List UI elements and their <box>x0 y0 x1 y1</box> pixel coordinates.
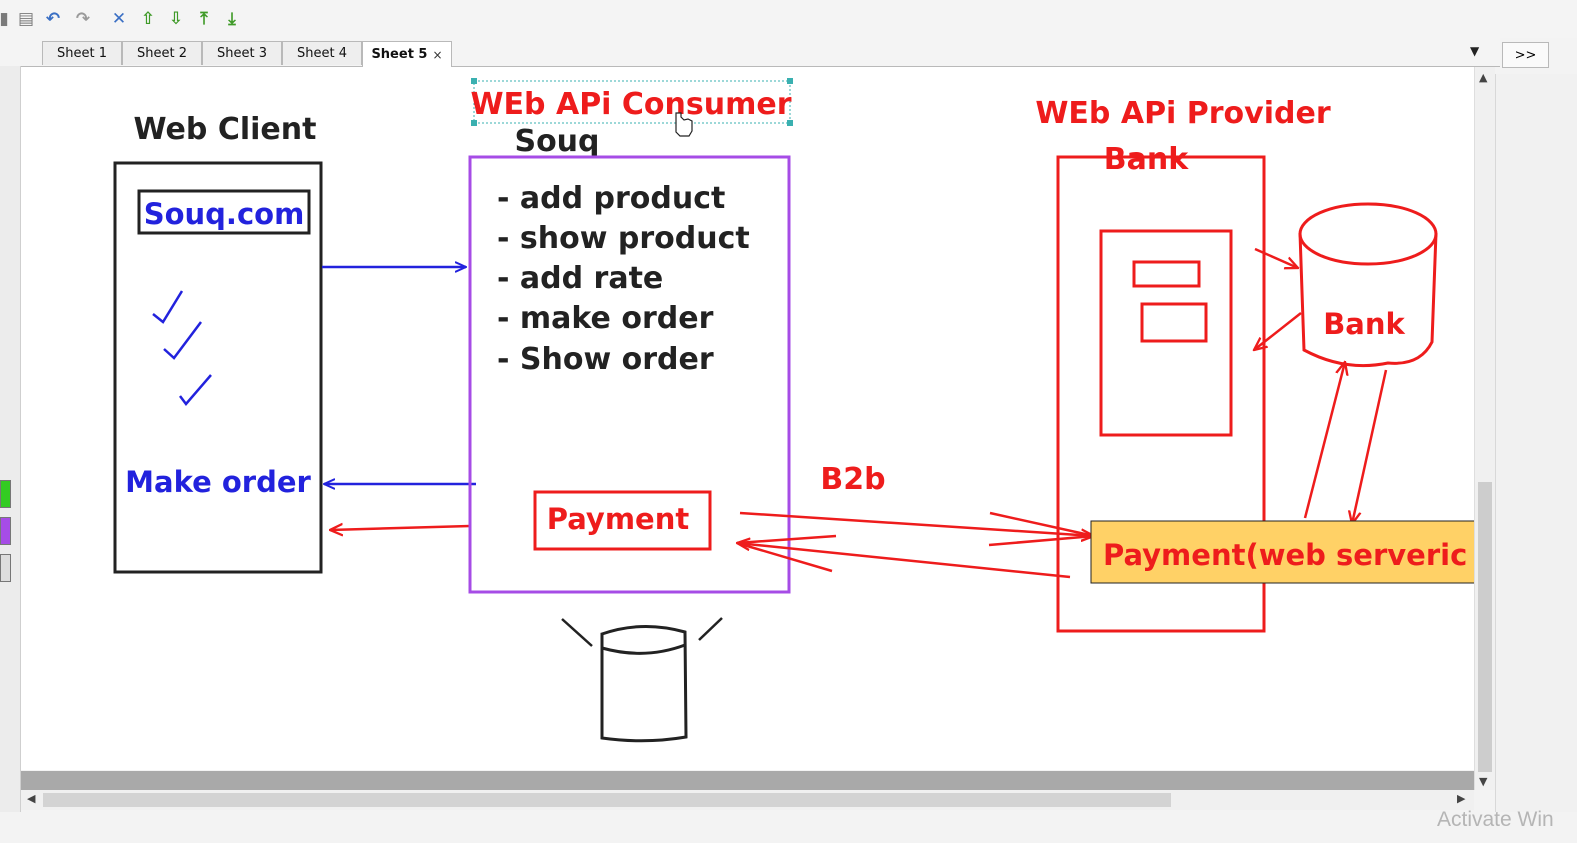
provider-box <box>1056 155 1266 633</box>
horizontal-scroll-thumb[interactable] <box>43 793 1171 807</box>
souq-com-label: Souq.com <box>144 197 305 231</box>
horizontal-scrollbar[interactable]: ◀ ▶ <box>21 790 1474 810</box>
payment-box <box>533 490 712 551</box>
database-icon <box>600 625 688 743</box>
feature-item: - add rate <box>497 261 663 296</box>
souq-com-box <box>137 189 311 235</box>
tab-sheet-3[interactable]: Sheet 3 <box>202 41 282 65</box>
form-field <box>1140 302 1208 343</box>
bank-database-icon <box>1298 232 1438 368</box>
provider-title: WEb APi Provider <box>1035 96 1330 131</box>
undo-icon[interactable]: ↶ <box>45 8 61 29</box>
checkmark-icon <box>152 290 184 324</box>
payment-request-arrow <box>739 511 1094 536</box>
feature-item: - Show order <box>497 342 714 377</box>
sheet-tab-bar: Sheet 1 Sheet 2 Sheet 3 Sheet 4 Sheet 5 × <box>0 38 1500 67</box>
tab-label: Sheet 3 <box>217 46 267 61</box>
consumer-feature-list: - add product - show product - add rate … <box>497 181 750 377</box>
tab-label: Sheet 1 <box>57 46 107 61</box>
tab-label: Sheet 5 <box>371 47 428 62</box>
payment-response-arrow <box>330 526 471 530</box>
toolbar: ▮ ▤ ↶ ↷ ✕ ⇧ ⇩ ⤒ ⤓ <box>0 0 1577 38</box>
selection-box <box>473 80 791 124</box>
tab-sheet-4[interactable]: Sheet 4 <box>282 41 362 65</box>
selection-handle[interactable] <box>471 78 477 84</box>
checkmark-icon <box>179 374 212 406</box>
tab-label: Sheet 4 <box>297 46 347 61</box>
hand-cursor-icon <box>675 112 693 137</box>
consumer-box <box>468 155 791 594</box>
activation-watermark: Activate Win <box>1437 808 1554 831</box>
copy-icon[interactable]: ▮ <box>0 8 9 29</box>
selection-handle[interactable] <box>471 120 477 126</box>
feature-item: - add product <box>497 181 725 216</box>
consumer-title[interactable]: WEb APi Consumer <box>470 87 791 122</box>
redo-icon[interactable]: ↷ <box>75 8 91 29</box>
vertical-scroll-thumb[interactable] <box>1478 482 1492 772</box>
scroll-left-icon[interactable]: ◀ <box>27 792 36 805</box>
db-to-service-arrow <box>1352 369 1388 524</box>
scroll-up-icon[interactable]: ▲ <box>1479 71 1488 84</box>
move-bottom-icon[interactable]: ⤓ <box>228 8 236 29</box>
payment-return-arrow <box>737 543 1071 579</box>
feature-item: - show product <box>497 221 750 256</box>
whiteboard-canvas[interactable]: Web Client Souq.com Make order WEb APi C… <box>21 67 1474 770</box>
feature-item: - make order <box>497 301 714 336</box>
db-connector-line <box>561 618 593 647</box>
database-icon-rim <box>601 643 686 655</box>
tab-sheet-1[interactable]: Sheet 1 <box>42 41 122 65</box>
form-field <box>1132 260 1201 288</box>
tab-label: Sheet 2 <box>137 46 187 61</box>
make-order-label: Make order <box>125 465 311 499</box>
color-palette <box>0 66 21 816</box>
db-connector-line <box>698 617 723 641</box>
status-bar <box>0 812 1577 843</box>
tab-sheet-2[interactable]: Sheet 2 <box>122 41 202 65</box>
canvas-footer-bar <box>21 771 1474 790</box>
color-swatch[interactable] <box>0 554 11 582</box>
payment-service-box <box>1090 520 1474 584</box>
provider-form-box <box>1099 229 1233 437</box>
bank-database-top <box>1298 202 1438 266</box>
move-up-icon[interactable]: ⇧ <box>140 8 156 29</box>
tab-sheet-5[interactable]: Sheet 5 × <box>362 41 452 67</box>
vertical-scrollbar[interactable]: ▲ ▼ <box>1474 67 1495 790</box>
provider-subtitle: Bank <box>1104 142 1189 177</box>
db-read-arrow <box>1254 312 1302 350</box>
payment-service-label: Payment(web serveric <box>1103 538 1467 572</box>
move-top-icon[interactable]: ⤒ <box>200 8 208 29</box>
diagram: Web Client Souq.com Make order WEb APi C… <box>113 78 1474 743</box>
bank-db-label: Bank <box>1323 307 1405 341</box>
tab-list-dropdown-icon[interactable]: ▼ <box>1470 44 1480 58</box>
scroll-down-icon[interactable]: ▼ <box>1479 775 1488 788</box>
move-down-icon[interactable]: ⇩ <box>168 8 184 29</box>
expand-panel-button[interactable]: >> <box>1502 42 1549 68</box>
paste-icon[interactable]: ▤ <box>17 8 35 29</box>
color-swatch[interactable] <box>0 480 11 508</box>
b2b-label: B2b <box>820 462 885 497</box>
db-write-arrow <box>1254 247 1298 268</box>
checkmark-icon <box>163 321 202 360</box>
consumer-subtitle: Souq <box>514 124 599 159</box>
close-icon[interactable]: × <box>432 47 443 62</box>
scroll-right-icon[interactable]: ▶ <box>1457 792 1466 805</box>
selection-handle[interactable] <box>787 78 793 84</box>
service-to-db-arrow <box>1303 362 1345 519</box>
arrowhead-sketch <box>736 534 837 573</box>
web-client-title: Web Client <box>134 112 317 147</box>
selection-handle[interactable] <box>787 120 793 126</box>
delete-icon[interactable]: ✕ <box>111 8 127 29</box>
web-client-box <box>113 161 323 574</box>
payment-label: Payment <box>547 502 690 536</box>
color-swatch[interactable] <box>0 517 11 545</box>
side-panel <box>1495 74 1577 814</box>
